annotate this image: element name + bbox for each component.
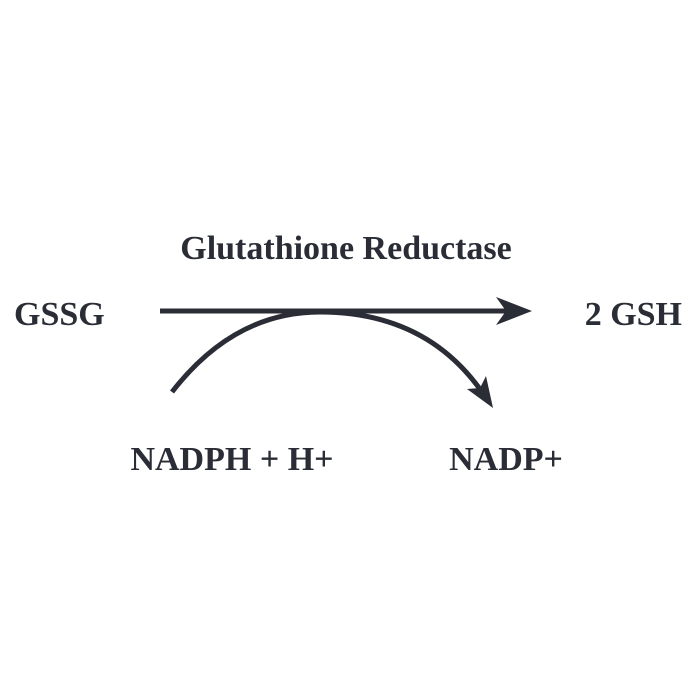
cofactor-arrow-curve (170, 309, 485, 394)
product-label: 2 GSH (585, 296, 682, 333)
cofactor-arrow-head (467, 376, 493, 408)
cofactor-out-label: NADP+ (449, 441, 563, 478)
main-arrow-head (496, 297, 532, 325)
substrate-label: GSSG (14, 296, 105, 333)
cofactor-curved-arrow (170, 309, 493, 408)
cofactor-in-label: NADPH + H+ (130, 441, 333, 478)
enzyme-label: Glutathione Reductase (180, 230, 512, 267)
